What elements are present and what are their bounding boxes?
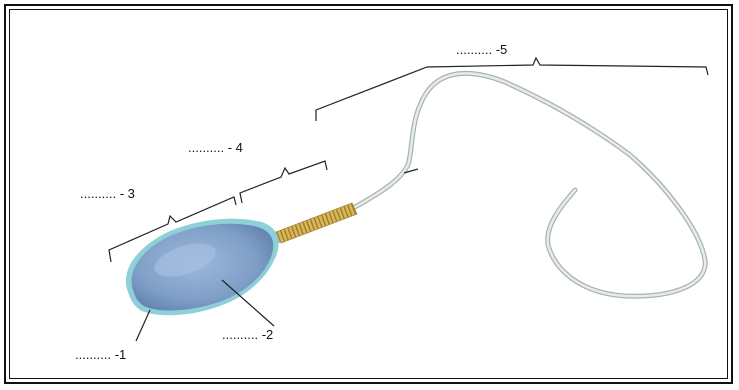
tail [355, 73, 705, 296]
label-4: .......... - 4 [188, 140, 243, 155]
label-3: .......... - 3 [80, 186, 135, 201]
label-5: .......... -5 [456, 42, 507, 57]
label-2: .......... -2 [222, 327, 273, 342]
label-1: .......... -1 [75, 347, 126, 362]
bracket-5 [316, 58, 708, 121]
leader-line-1 [136, 310, 150, 341]
midpiece [276, 203, 357, 243]
bracket-4 [240, 161, 327, 203]
